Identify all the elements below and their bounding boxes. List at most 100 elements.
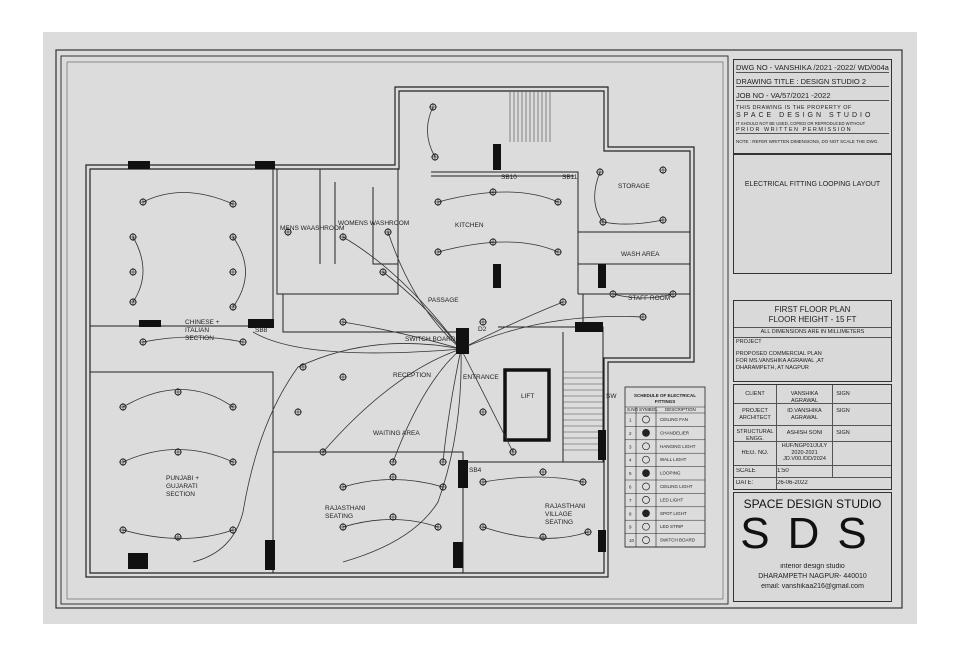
floor-plan-title: FIRST FLOOR PLAN [774,305,851,314]
room-label-chinese-2: ITALIAN [185,327,209,334]
looping-icon [642,469,650,477]
room-label-punjabi-2: GUJARATI [166,483,198,490]
studio-name: SPACE DESIGN STUDIO [743,497,882,511]
client-value: VANSHIKA AGRAWAL [790,391,819,404]
room-label-storage: STORAGE [618,183,650,190]
room-label-waiting-area: WAITING AREA [373,430,420,437]
legend-row-description: LED LIGHT [660,497,684,502]
client-sign-label: SIGN [836,391,850,397]
legend-col-symbol: SYMBOL [639,407,658,412]
studio-logo: SDS [740,509,885,558]
led-light-icon [642,496,650,504]
led-strip-icon [642,522,650,531]
legend-row-number: 6 [629,485,632,490]
legend-row-number: 10 [629,538,635,543]
room-label-entrance: ENTRANCE [463,374,499,381]
layout-title: ELECTRICAL FITTING LOOPING LAYOUT [744,181,881,188]
sb8-label: SB8 [255,327,268,334]
client-label: CLIENT [745,391,765,397]
legend-col-sno: S.NO [627,407,639,412]
legend-row-description: LED STRIP [660,524,683,529]
switch-board-icon [642,536,650,544]
room-label-mens-washroom: MENS WAASHROOM [280,225,344,232]
studio-block: SPACE DESIGN STUDIO SDS interior design … [733,492,892,602]
floor-plan: KITCHEN STORAGE WASH AREA STAFF ROOM MEN… [55,49,903,609]
property-line-2: SPACE DESIGN STUDIO [736,112,874,119]
room-label-rajasthani-2: SEATING [325,513,353,520]
studio-address: DHARAMPETH NAGPUR- 440010 [758,573,867,580]
fan-icon [642,415,650,424]
room-label-d2: D2 [478,326,487,333]
studio-email: email: vanshikaa216@gmail.com [761,583,864,590]
room-label-wash-area: WASH AREA [621,251,660,258]
room-label-chinese-3: SECTION [185,335,214,342]
architect-value: ID.VANSHIKA AGRAWAL [787,408,822,421]
sb4-label: SB4 [469,467,482,474]
date-value: 26-06-2022 [777,480,808,486]
room-label-womens-washroom: WOMENS WASHROOM [338,220,409,227]
legend-row-description: CEILING FAN [660,417,688,422]
scale-value: 1:50 [777,468,789,474]
architect-sign-label: SIGN [836,408,850,414]
room-label-reception: RECEPTION [393,372,431,379]
room-label-switch-board: SWITCH BOARD [405,336,456,343]
hanging-light-icon [642,442,650,451]
floor-info-box: FIRST FLOOR PLAN FLOOR HEIGHT - 15 FT AL… [733,300,892,382]
room-label-chinese-1: CHINESE + [185,319,220,326]
job-number: JOB NO - VA/57/2021 -2022 [736,91,889,101]
room-label-village-3: SEATING [545,519,573,526]
architect-label: PROJECT ARCHITECT [739,408,771,421]
room-label-village-1: RAJASTHANI [545,503,586,510]
dimensions-note: ALL DIMENSIONS ARE IN MILLIMETERS [760,329,865,335]
legend-row-description: HANGING LIGHT [660,444,696,449]
legend-row-description: SWITCH BOARD [660,538,696,543]
room-label-kitchen: KITCHEN [455,222,484,229]
reg-label: REG. NO. [741,450,769,456]
project-description: PROPOSED COMMERCIAL PLAN FOR MS.VANSHIKA… [736,351,824,371]
credits-table: CLIENT VANSHIKA AGRAWAL SIGN PROJECT ARC… [733,384,892,490]
legend-row-description: SPOT LIGHT [660,511,687,516]
room-label-passage: PASSAGE [428,297,459,304]
spot-light-icon [642,509,650,518]
structural-value: ASHISH SONI [786,430,823,436]
studio-tagline: interior design studio [780,563,845,570]
dwg-number: DWG NO - VANSHIKA /2021 -2022/ WD/004a [736,63,889,73]
wall-light-icon [642,455,650,464]
legend-row-number: 8 [629,511,632,516]
drawing-note: NOTE : REFER WRITTEN DIMENSIONS, DO NOT … [736,139,879,144]
legend-row-number: 2 [629,431,632,436]
drawing-sheet: KITCHEN STORAGE WASH AREA STAFF ROOM MEN… [43,32,917,624]
structural-sign-label: SIGN [836,430,850,436]
legend-title-1: SCHEDULE OF ELECTRICAL [634,393,696,398]
room-label-punjabi-3: SECTION [166,491,195,498]
sb11-label: SB11 [562,174,578,181]
legend-row-number: 3 [629,444,632,449]
chandelier-icon [642,429,650,437]
room-label-rajasthani-1: RAJASTHANI [325,505,366,512]
title-block-header: DWG NO - VANSHIKA /2021 -2022/ WD/004a D… [733,59,892,154]
legend-row-description: LOOPING [660,471,681,476]
legend-title-2: FITTINGS [655,399,676,404]
reg-value: HUF/NGP01/JULY 2020-2021 JD.V00./DD/2024 [781,443,828,462]
legend-row-description: WALL LIGHT [660,457,687,462]
legend-row-description: CHANDELIER [660,430,690,435]
electrical-schedule: SCHEDULE OF ELECTRICAL FITTINGS S.NO SYM… [624,386,706,548]
property-line-1: THIS DRAWING IS THE PROPERTY OF [736,105,852,111]
room-label-staff-room: STAFF ROOM [628,295,670,302]
room-label-village-2: VILLAGE [545,511,573,518]
drawing-title: DRAWING TITLE : DESIGN STUDIO 2 [736,77,889,87]
legend-row-number: 1 [629,418,632,423]
date-label: DATE: [736,480,754,486]
floor-height: FLOOR HEIGHT - 15 FT [768,315,857,324]
room-label-lift: LIFT [521,393,534,400]
legend-row-number: 5 [629,471,632,476]
legend-row-description: CEILING LIGHT [660,484,693,489]
property-line-3: IT SHOULD NOT BE USED, COPIED OR REPRODU… [736,121,866,126]
legend-col-desc: DESCRIPTION [665,407,696,412]
scale-label: SCALE [736,468,756,474]
legend-row-number: 9 [629,525,632,530]
ceiling-light-icon [642,482,650,491]
legend-row-number: 7 [629,498,632,503]
layout-title-box: ELECTRICAL FITTING LOOPING LAYOUT [733,154,892,274]
legend-row-number: 4 [629,458,632,463]
